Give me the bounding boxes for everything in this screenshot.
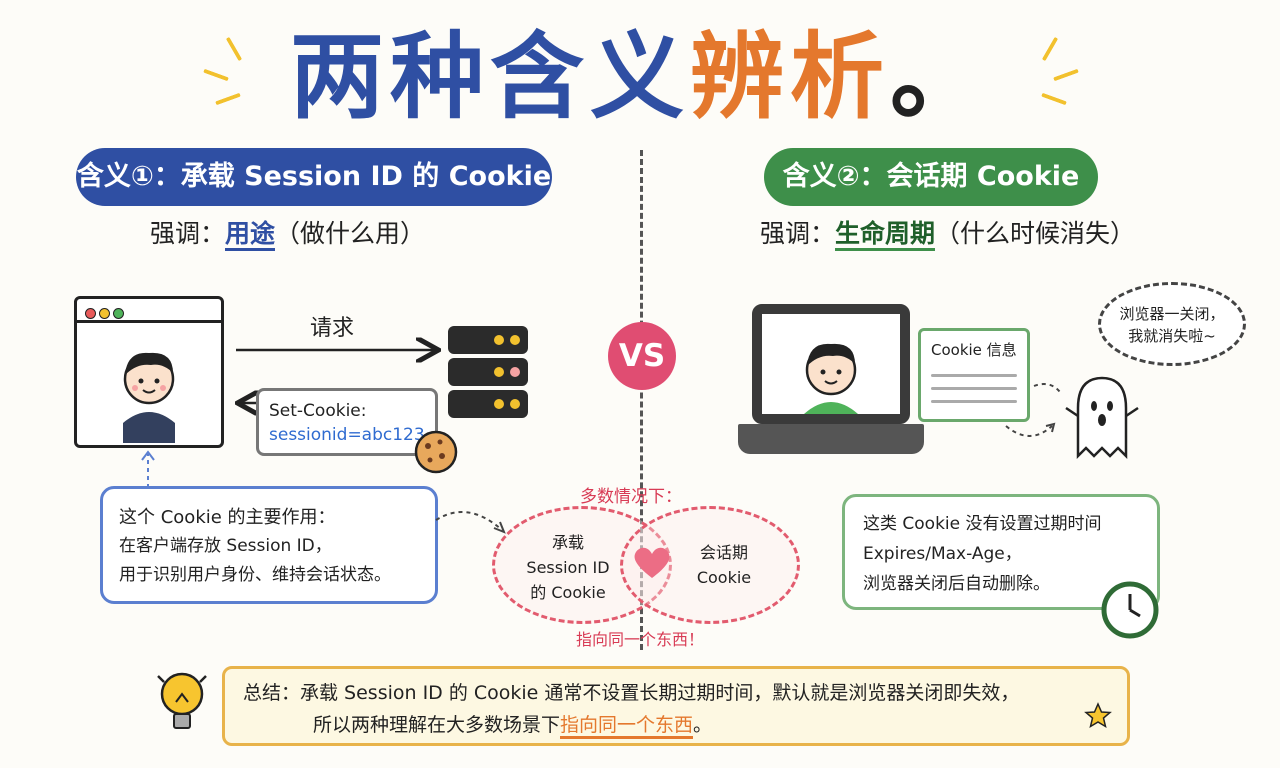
emphasis-suffix: （什么时候消失） — [935, 219, 1136, 248]
bubble-line: 我就消失啦~ — [1128, 327, 1216, 345]
venn-left-line: Session ID — [526, 558, 610, 577]
info-title: 这个 Cookie 的主要作用： — [119, 507, 336, 528]
emphasis-prefix: 强调： — [760, 219, 836, 248]
title-end: 。 — [890, 23, 991, 132]
info-line: 用于识别用户身份、维持会话状态。 — [119, 565, 391, 585]
request-label: 请求 — [310, 316, 355, 341]
venn-right-line: 会话期 — [699, 543, 748, 562]
info-line: Expires/Max-Age， — [863, 544, 1022, 564]
fade-arrow — [1005, 383, 1061, 437]
bubble-line: 浏览器一关闭， — [1119, 305, 1225, 323]
mostly-label: 多数情况下： — [580, 487, 682, 507]
info-line: 浏览器关闭后自动删除。 — [863, 574, 1050, 594]
meaning-2-pill: 含义②：会话期 Cookie — [764, 148, 1098, 206]
left-info-box: 这个 Cookie 的主要作用： 在客户端存放 Session ID， 用于识别… — [100, 486, 438, 604]
emphasis-right: 强调：生命周期（什么时候消失） — [760, 216, 1135, 252]
emphasis-prefix: 强调： — [150, 219, 226, 248]
emphasis-suffix: （做什么用） — [275, 219, 426, 248]
ghost-icon — [1065, 376, 1139, 460]
star-icon — [1084, 702, 1112, 729]
set-cookie-value: sessionid=abc123 — [269, 425, 425, 445]
server-icon — [448, 326, 528, 418]
text-line — [931, 400, 1017, 403]
summary-prefix: 所以两种理解在大多数场景下 — [313, 714, 561, 736]
minimize-dot-icon — [99, 308, 110, 319]
vs-badge: VS — [608, 322, 676, 390]
venn-left-text: 承载 Session ID 的 Cookie — [516, 530, 620, 605]
summary-suffix: 。 — [693, 714, 713, 736]
title-part1: 两种含义 — [289, 23, 690, 132]
clock-icon — [1101, 581, 1159, 639]
center-divider — [640, 150, 643, 650]
text-line — [931, 374, 1017, 377]
lightbulb-icon — [157, 672, 207, 729]
same-thing-label: 指向同一个东西！ — [576, 630, 705, 649]
meaning-1-pill: 含义①：承载 Session ID 的 Cookie — [76, 148, 552, 206]
summary-box: 总结：承载 Session ID 的 Cookie 通常不设置长期过期时间，默认… — [222, 666, 1130, 746]
venn-left-line: 的 Cookie — [530, 583, 606, 602]
info-line: 在客户端存放 Session ID， — [119, 536, 332, 556]
summary-line1: 总结：承载 Session ID 的 Cookie 通常不设置长期过期时间，默认… — [243, 682, 1020, 704]
venn-right-line: Cookie — [696, 568, 752, 587]
emphasis-key: 生命周期 — [835, 219, 936, 251]
set-cookie-header: Set-Cookie: — [269, 401, 367, 421]
user-avatar-icon — [804, 343, 858, 414]
close-dot-icon — [85, 308, 96, 319]
venn-circle-right — [620, 506, 800, 624]
venn-left-line: 承载 — [551, 533, 584, 552]
laptop-screen — [752, 304, 910, 424]
maximize-dot-icon — [113, 308, 124, 319]
emphasis-left: 强调：用途（做什么用） — [150, 216, 425, 252]
summary-highlight: 指向同一个东西 — [560, 714, 694, 739]
pointer-dashed — [141, 450, 155, 488]
info-line: 这类 Cookie 没有设置过期时间 — [863, 514, 1102, 534]
link-arrow — [435, 511, 506, 534]
browser-window — [74, 296, 224, 448]
ghost-speech-bubble: 浏览器一关闭， 我就消失啦~ — [1098, 282, 1246, 366]
page-title: 两种含义辨析。 — [0, 18, 1280, 138]
right-info-box: 这类 Cookie 没有设置过期时间 Expires/Max-Age， 浏览器关… — [842, 494, 1160, 610]
browser-titlebar — [77, 299, 221, 323]
summary-line2: 所以两种理解在大多数场景下指向同一个东西。 — [243, 709, 1109, 741]
venn-right-text: 会话期 Cookie — [672, 540, 776, 590]
cookie-icon — [414, 430, 458, 474]
user-avatar-icon — [123, 352, 175, 443]
title-part2: 辨析 — [689, 23, 890, 132]
text-line — [931, 387, 1017, 390]
set-cookie-box: Set-Cookie: sessionid=abc123 — [256, 388, 438, 456]
cookie-info-label: Cookie 信息 — [931, 341, 1017, 359]
laptop-base — [738, 424, 924, 454]
emphasis-key: 用途 — [225, 219, 276, 251]
cookie-info-card: Cookie 信息 — [918, 328, 1030, 422]
heart-icon — [634, 547, 670, 578]
